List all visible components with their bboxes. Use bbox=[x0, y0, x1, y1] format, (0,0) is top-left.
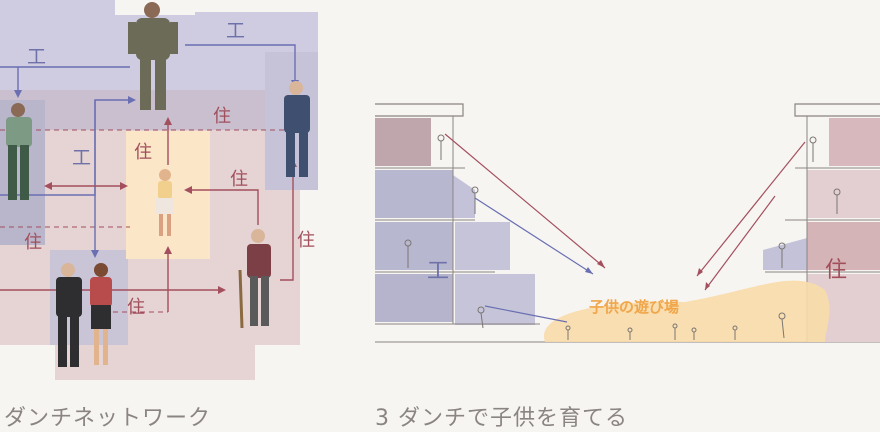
network-svg bbox=[0, 0, 318, 380]
label-work-top-left: 工 bbox=[27, 46, 47, 68]
label-home-bottom: 住 bbox=[127, 297, 145, 318]
label-playground: 子供の遊び場 bbox=[589, 298, 680, 316]
worker-top-figure bbox=[128, 2, 178, 110]
couple-figure bbox=[56, 263, 112, 367]
label-home-mid-top: 住 bbox=[213, 106, 231, 127]
danchi-children-diagram: 工 住 子供の遊び場 bbox=[355, 0, 880, 421]
worker-left-figure bbox=[6, 103, 32, 200]
home-arrowheads bbox=[44, 117, 297, 294]
label-home: 住 bbox=[825, 258, 848, 283]
caption-children-danchi: 3 ダンチで子供を育てる bbox=[375, 406, 628, 431]
small-figures bbox=[404, 134, 841, 340]
label-home-left: 住 bbox=[24, 232, 42, 253]
playground-zone bbox=[544, 280, 830, 342]
label-work-mid: 工 bbox=[72, 147, 92, 169]
work-arrows bbox=[0, 44, 296, 252]
worker-right-figure bbox=[284, 81, 310, 177]
section-svg bbox=[375, 103, 880, 343]
child-figure bbox=[156, 169, 174, 236]
label-work: 工 bbox=[427, 259, 450, 284]
arrowheads-right bbox=[585, 260, 710, 290]
label-work-top-right: 工 bbox=[226, 20, 246, 42]
label-home-center: 住 bbox=[134, 142, 152, 163]
label-home-far-right: 住 bbox=[297, 230, 315, 251]
elderly-figure bbox=[238, 229, 271, 329]
label-home-right: 住 bbox=[230, 169, 248, 190]
danchi-network-diagram: 工 工 工 住 住 住 住 住 住 bbox=[0, 0, 340, 421]
sightline-arrows bbox=[444, 133, 806, 323]
caption-danchi-network: ダンチネットワーク bbox=[4, 406, 212, 431]
